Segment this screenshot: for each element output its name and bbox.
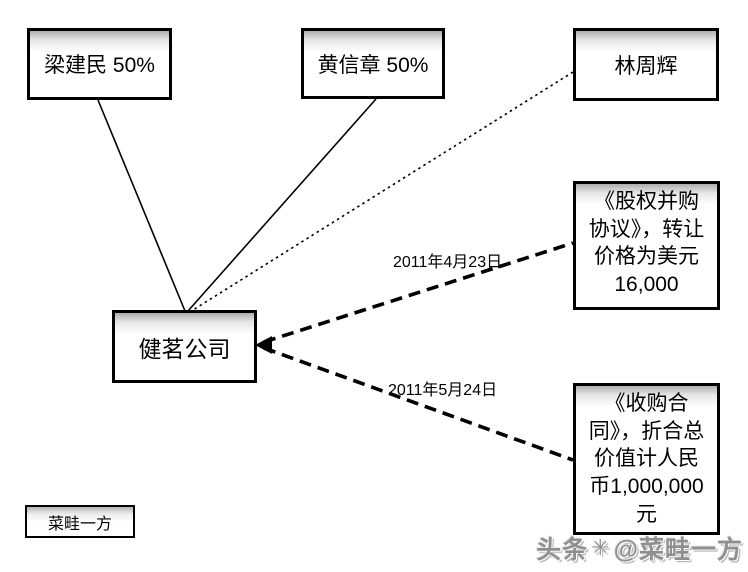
author-signature-label: 菜畦一方	[47, 515, 112, 533]
edge-purchase-to-jianming	[263, 346, 574, 462]
node-company-jianming-label: 健茗公司	[138, 335, 231, 362]
edge-label-purchase-date: 2011年5月24日	[388, 382, 498, 399]
edge-huang-to-jianming	[187, 98, 377, 312]
author-signature-box: 菜畦一方	[25, 505, 135, 538]
node-equity-agreement-label: 《股权并购协议》，转让价格为美元16,000	[588, 190, 705, 297]
node-company-jianming: 健茗公司	[112, 310, 257, 383]
arrowhead-into-jianming-icon	[255, 336, 272, 354]
node-shareholder-huang-label: 黄信章 50%	[317, 53, 429, 77]
node-shareholder-liang-label: 梁建民 50%	[44, 54, 155, 77]
node-purchase-contract: 《收购合同》，折合总价值计人民币1,000,000元	[573, 383, 720, 535]
node-shareholder-lin-label: 林周辉	[614, 54, 678, 78]
node-equity-agreement: 《股权并购协议》，转让价格为美元16,000	[573, 181, 720, 310]
edge-equity-to-jianming	[263, 241, 574, 344]
edge-lin-to-jianming	[192, 71, 574, 311]
watermark-suffix: @菜畦一方	[613, 536, 743, 564]
edge-liang-to-jianming	[97, 99, 186, 312]
toutiao-logo-icon: ✳	[591, 535, 611, 560]
watermark-prefix: 头条	[536, 536, 589, 564]
node-purchase-contract-label: 《收购合同》，折合总价值计人民币1,000,000元	[588, 392, 705, 526]
node-shareholder-lin: 林周辉	[573, 28, 719, 101]
toutiao-watermark: 头条 ✳ @菜畦一方	[536, 530, 743, 566]
node-shareholder-liang: 梁建民 50%	[27, 28, 172, 100]
node-shareholder-huang: 黄信章 50%	[301, 28, 445, 99]
edge-label-equity-date: 2011年4月23日	[393, 254, 503, 271]
